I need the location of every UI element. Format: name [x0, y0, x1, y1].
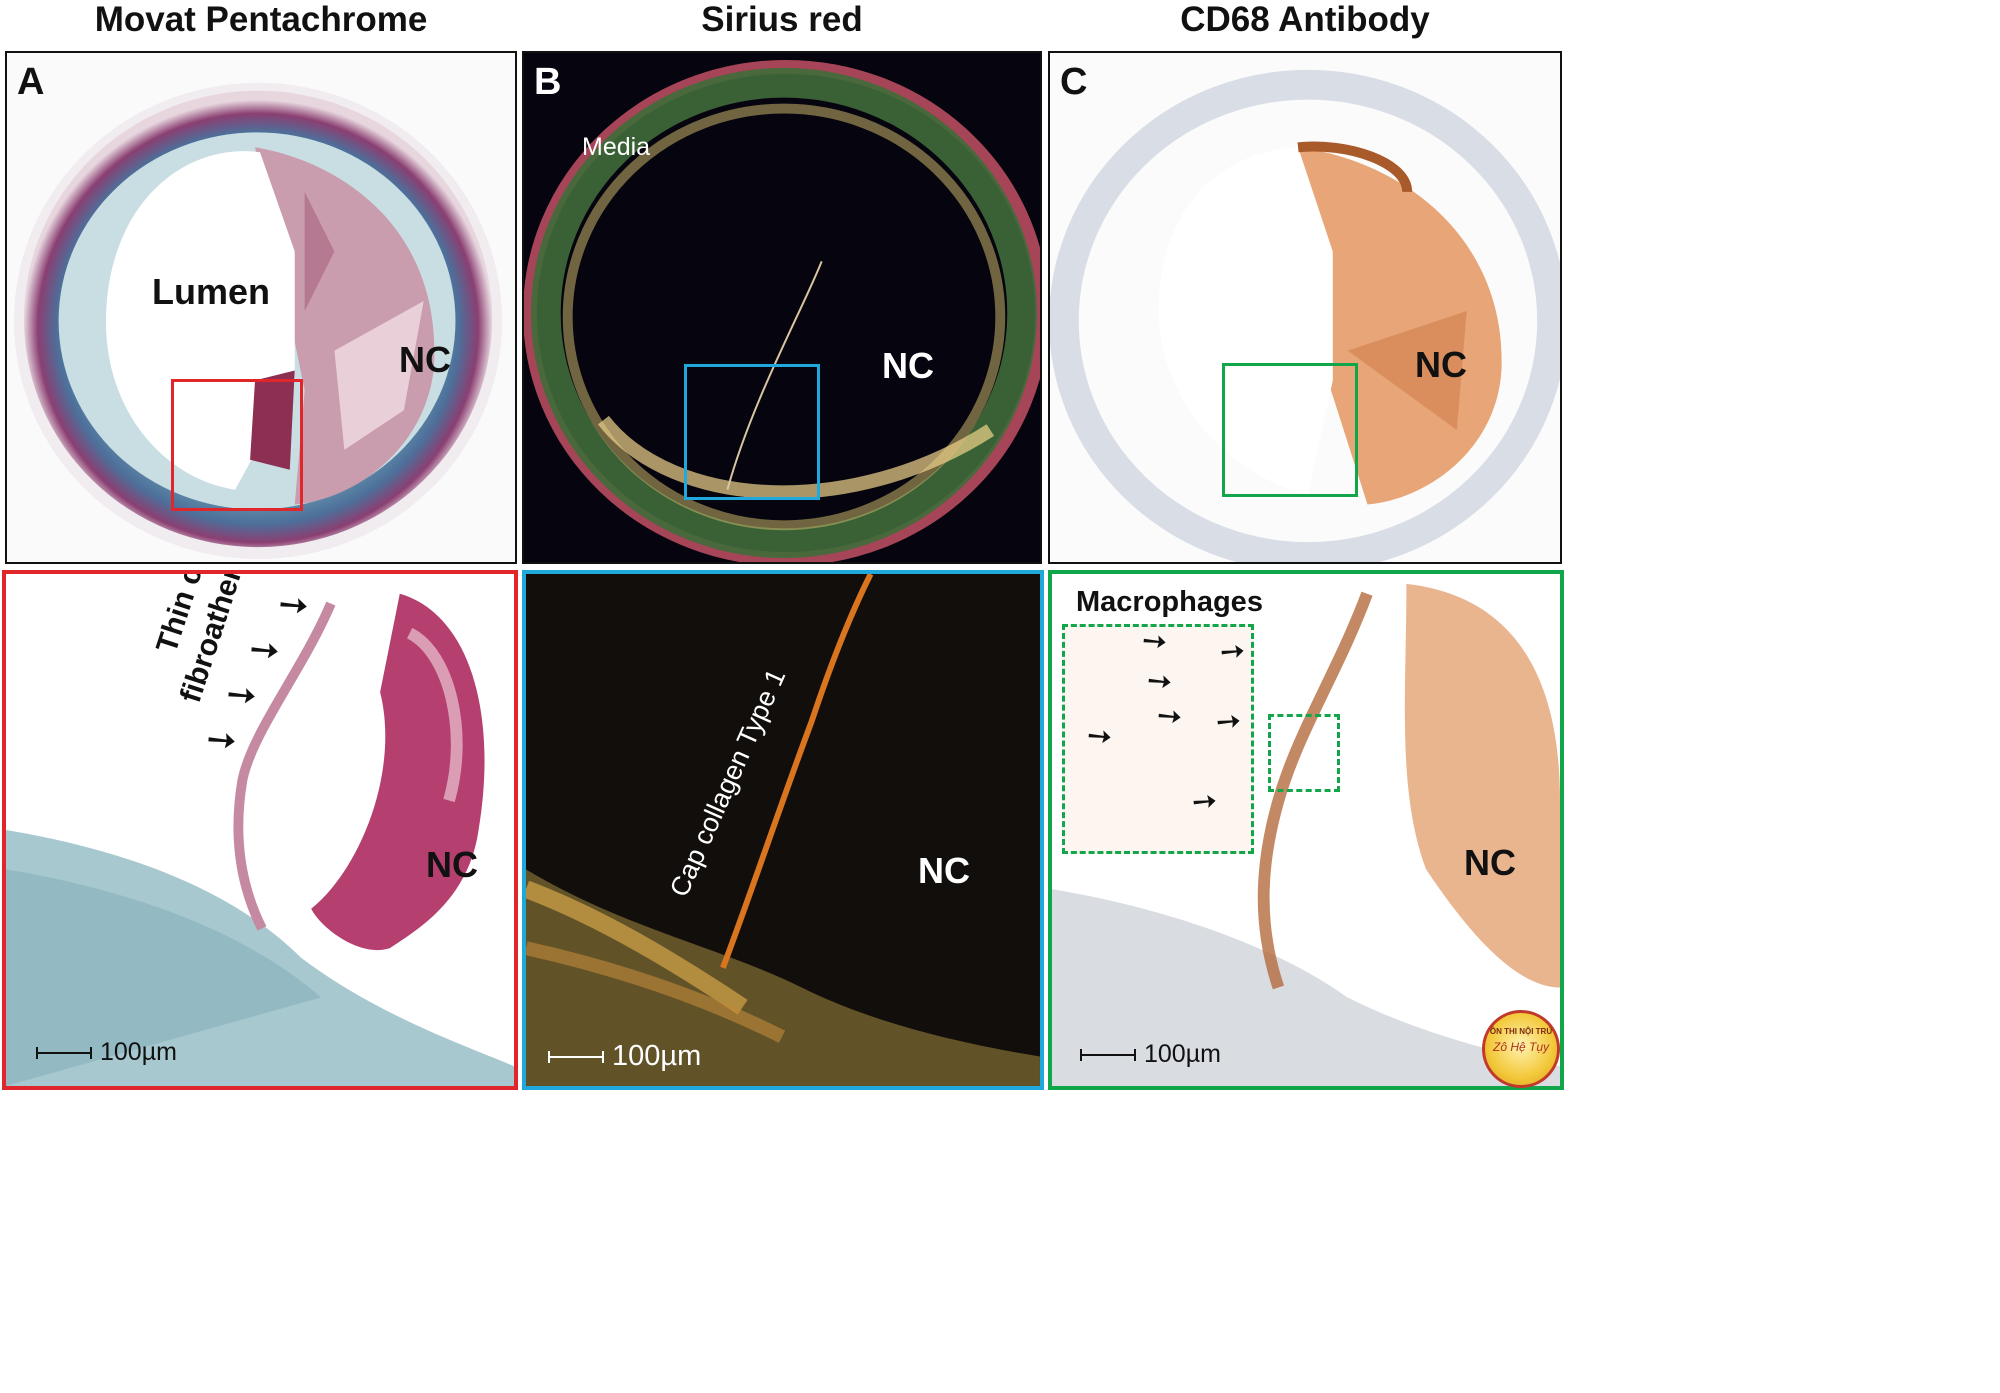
label-nc-a-zoom: NC — [426, 844, 478, 885]
panel-letter-b: B — [534, 61, 562, 103]
label-lumen: Lumen — [152, 271, 271, 312]
movat-zoom-image — [6, 593, 514, 1086]
watermark-logo: ÔN THI NỘI TRÚ Zô Hệ Tụy — [1482, 1010, 1560, 1088]
scale-bar-a: 100µm — [36, 1038, 177, 1067]
red-zoom-box — [171, 379, 303, 511]
scale-bar-line — [36, 1047, 92, 1060]
panel-letter-a: A — [17, 61, 45, 103]
scale-bar-line — [1080, 1049, 1136, 1062]
sirius-zoom-image — [526, 574, 1040, 1086]
cd68-overview-image — [1050, 69, 1560, 562]
scale-bar-label: 100µm — [100, 1038, 177, 1066]
label-nc-c: NC — [1415, 344, 1467, 385]
scale-bar-b: 100µm — [548, 1040, 701, 1073]
label-macrophages: Macrophages — [1076, 586, 1263, 618]
panel-b-zoom: Cap collagen Type 1 NC 100µm — [522, 570, 1044, 1090]
label-nc-c-zoom: NC — [1464, 842, 1516, 883]
sirius-overview-image — [524, 60, 1040, 562]
green-zoom-box — [1222, 363, 1358, 497]
blue-zoom-box — [684, 364, 820, 500]
logo-line1: ÔN THI NỘI TRÚ — [1489, 1027, 1553, 1036]
panel-a-zoom: Thin cap fibroatheroma ➘ ➘ ➘ ➘ NC 100µm — [2, 570, 518, 1090]
cd68-zoom-image — [1052, 583, 1560, 1086]
label-nc-a: NC — [399, 339, 451, 380]
scale-bar-label: 100µm — [612, 1040, 702, 1072]
column-title-sirius: Sirius red — [701, 0, 863, 39]
panel-c-zoom: Macrophages ➘ ➘ ➘ ➘ ➚ ➚ ➚ NC 100µm — [1048, 570, 1564, 1090]
panel-a-movat-overview: A Lumen NC — [5, 51, 517, 564]
scale-bar-line — [548, 1051, 604, 1064]
scale-bar-label: 100µm — [1144, 1040, 1221, 1068]
panel-letter-c: C — [1060, 61, 1088, 103]
column-title-cd68: CD68 Antibody — [1180, 0, 1430, 39]
macrophage-source-box — [1268, 714, 1340, 792]
macrophage-inset-box — [1062, 624, 1254, 854]
label-media: Media — [582, 133, 651, 161]
label-nc-b-zoom: NC — [918, 850, 970, 891]
column-title-movat: Movat Pentachrome — [94, 0, 428, 39]
panel-c-cd68-overview: C NC — [1048, 51, 1562, 564]
logo-line2: Zô Hệ Tụy — [1492, 1040, 1549, 1054]
scale-bar-c: 100µm — [1080, 1040, 1221, 1069]
panel-b-sirius-overview: B Media NC — [522, 51, 1042, 564]
movat-overview-image — [13, 82, 503, 560]
label-nc-b: NC — [882, 345, 934, 386]
